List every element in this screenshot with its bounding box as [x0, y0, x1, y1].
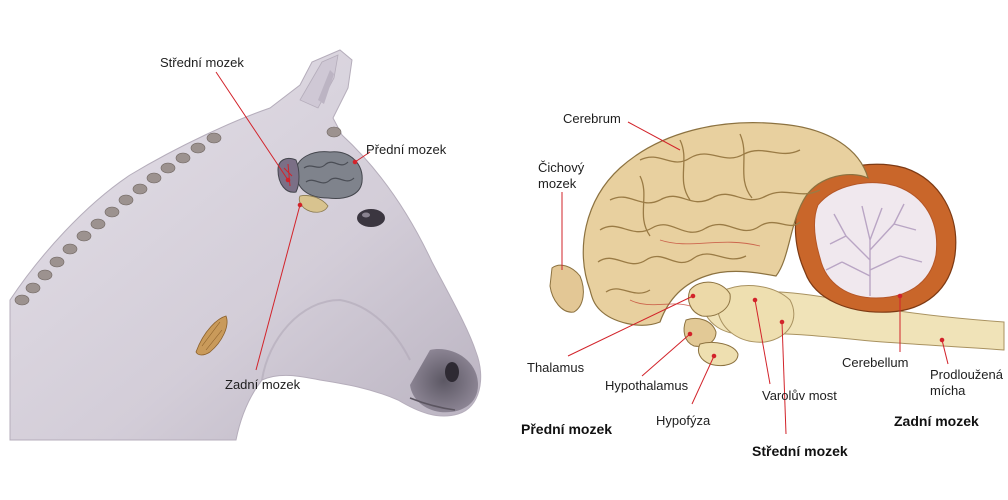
- pituitary-gland: [698, 342, 738, 365]
- label-cerebellum: Cerebellum: [842, 355, 908, 371]
- section-stredni-mozek: Střední mozek: [752, 443, 848, 460]
- label-hypofyza: Hypofýza: [656, 413, 710, 429]
- horse-eye: [357, 209, 385, 227]
- horse-nostril: [445, 362, 459, 382]
- olfactory-bulb: [550, 265, 583, 312]
- forebrain-inset: [296, 152, 362, 199]
- label-hypothalamus: Hypothalamus: [605, 378, 688, 394]
- label-cerebrum: Cerebrum: [563, 111, 621, 127]
- section-predni-mozek: Přední mozek: [521, 421, 612, 438]
- label-prodlouzena-micha: Prodloužená mícha: [930, 367, 1003, 398]
- label-varoluv-most: Varolův most: [762, 388, 837, 404]
- label-thalamus: Thalamus: [527, 360, 584, 376]
- label-zadni-mozek-horse: Zadní mozek: [225, 377, 300, 393]
- label-cichovy-mozek: Čichový mozek: [538, 160, 584, 191]
- label-predni-mozek-horse: Přední mozek: [366, 142, 446, 158]
- brain-section: [550, 123, 1004, 366]
- label-stredni-mozek-horse: Střední mozek: [160, 55, 244, 71]
- section-zadni-mozek: Zadní mozek: [894, 413, 979, 430]
